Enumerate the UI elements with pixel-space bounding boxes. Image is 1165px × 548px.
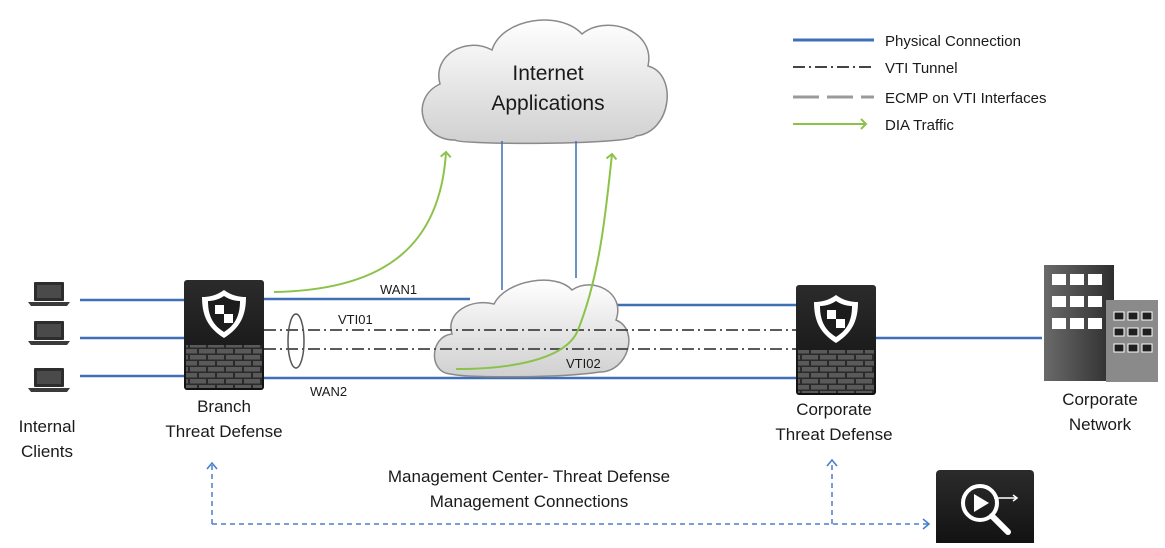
laptop-icon bbox=[28, 368, 70, 392]
vti02-label: VTI02 bbox=[566, 356, 601, 371]
internet-cloud: Internet Applications bbox=[421, 19, 668, 145]
wan2-label: WAN2 bbox=[310, 384, 347, 399]
branch-label-line1: Branch bbox=[197, 397, 251, 416]
management-center-icon bbox=[936, 470, 1034, 546]
legend-dia-label: DIA Traffic bbox=[885, 117, 954, 134]
building-icon bbox=[1044, 265, 1158, 382]
corporate-label-line2: Threat Defense bbox=[775, 425, 892, 444]
vti-tunnels bbox=[264, 313, 796, 369]
internet-cloud-shape bbox=[421, 19, 668, 145]
physical-connections bbox=[80, 141, 1042, 380]
vti01-label: VTI01 bbox=[338, 312, 373, 327]
corporate-label-line1: Corporate bbox=[796, 400, 872, 419]
ecmp-group-ellipse bbox=[287, 313, 305, 369]
network-label-line1: Corporate bbox=[1062, 390, 1138, 409]
dia-arrow-wan2 bbox=[455, 152, 618, 370]
clients-label-line2: Clients bbox=[21, 442, 73, 461]
wan-cloud bbox=[433, 279, 630, 378]
management-label-line1: Management Center- Threat Defense bbox=[388, 467, 670, 486]
network-label-line2: Network bbox=[1069, 415, 1132, 434]
dia-arrow-wan1 bbox=[273, 150, 452, 293]
clients-label-line1: Internal bbox=[19, 417, 76, 436]
management-label-line2: Management Connections bbox=[430, 492, 628, 511]
legend-physical-label: Physical Connection bbox=[885, 33, 1021, 50]
branch-label-line2: Threat Defense bbox=[165, 422, 282, 441]
wan1-label: WAN1 bbox=[380, 282, 417, 297]
cloud-title-line2: Applications bbox=[491, 92, 604, 115]
branch-firewall-icon bbox=[184, 280, 264, 390]
management-connections bbox=[206, 458, 931, 530]
legend-vti-label: VTI Tunnel bbox=[885, 60, 958, 77]
legend-ecmp-label: ECMP on VTI Interfaces bbox=[885, 90, 1046, 107]
corporate-firewall-icon bbox=[796, 285, 876, 395]
laptop-icon bbox=[28, 321, 70, 345]
dia-traffic bbox=[273, 150, 618, 370]
cloud-title-line1: Internet bbox=[512, 62, 583, 85]
laptop-icon bbox=[28, 282, 70, 306]
legend: Physical Connection VTI Tunnel ECMP on V… bbox=[793, 33, 1046, 134]
